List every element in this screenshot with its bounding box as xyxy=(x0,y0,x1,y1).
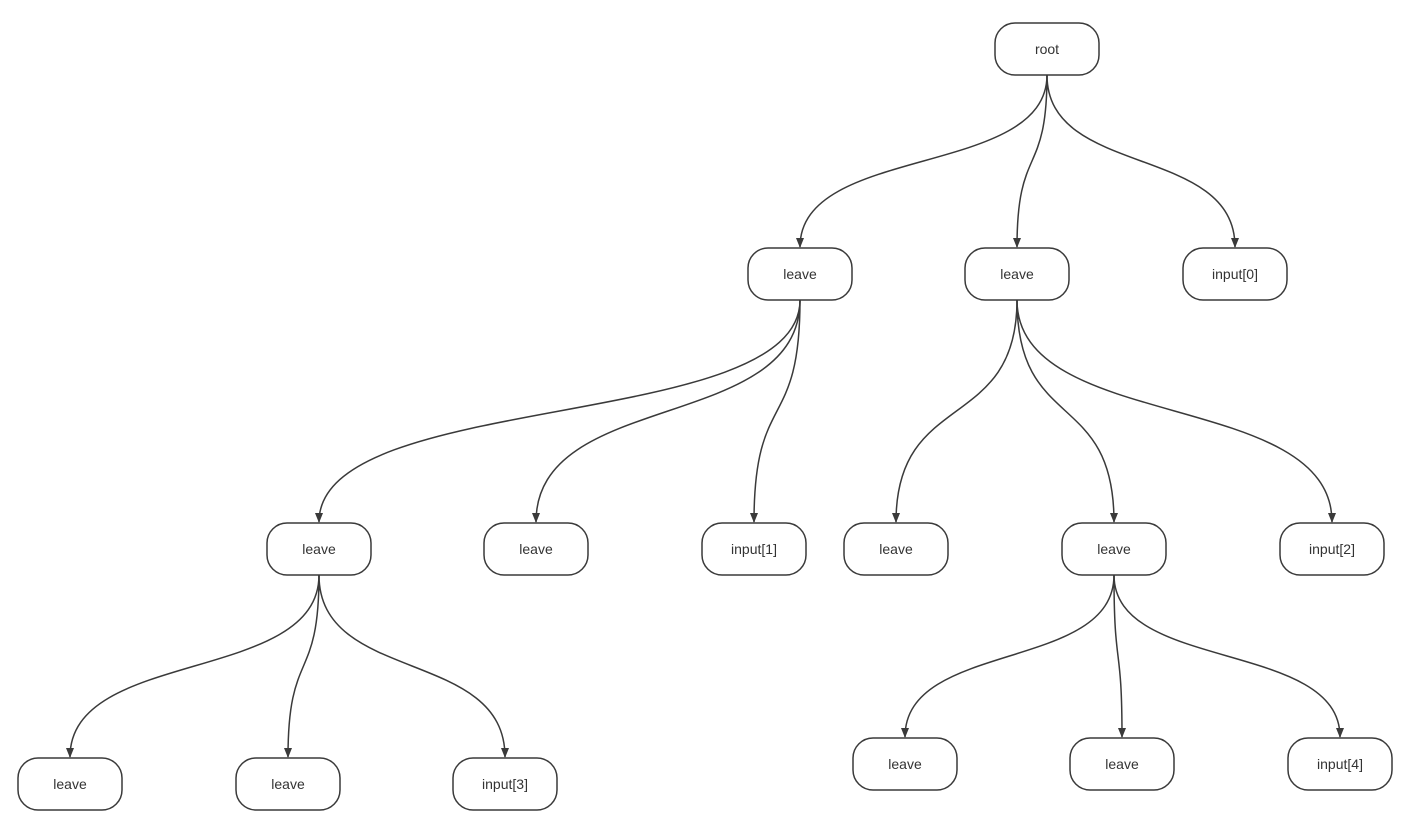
node-n9: input[2] xyxy=(1279,522,1385,576)
edge-root-n2 xyxy=(1013,74,1048,248)
node-label: leave xyxy=(1105,756,1139,772)
node-label: leave xyxy=(1097,541,1131,557)
node-box xyxy=(1182,247,1288,301)
node-n4: leave xyxy=(266,522,372,576)
edge-n4-n10 xyxy=(66,574,320,758)
node-box xyxy=(266,522,372,576)
edges-layer xyxy=(66,74,1344,758)
node-box xyxy=(1287,737,1393,791)
node-label: input[3] xyxy=(482,776,528,792)
edge-n2-n9 xyxy=(1016,299,1336,523)
node-n7: leave xyxy=(843,522,949,576)
node-box xyxy=(701,522,807,576)
node-n5: leave xyxy=(483,522,589,576)
node-n6: input[1] xyxy=(701,522,807,576)
node-n11: leave xyxy=(235,757,341,811)
node-n8: leave xyxy=(1061,522,1167,576)
node-box xyxy=(747,247,853,301)
node-label: input[4] xyxy=(1317,756,1363,772)
node-box xyxy=(452,757,558,811)
node-n2: leave xyxy=(964,247,1070,301)
nodes-layer: root leave leave input[0] leave leave input[1]… xyxy=(17,22,1393,811)
node-n14: leave xyxy=(1069,737,1175,791)
edge-n8-n14 xyxy=(1113,574,1126,738)
node-label: leave xyxy=(271,776,305,792)
node-label: leave xyxy=(888,756,922,772)
edge-n8-n13 xyxy=(901,574,1115,738)
node-box xyxy=(994,22,1100,76)
edge-n2-n8 xyxy=(1016,299,1118,523)
edge-root-n3 xyxy=(1046,74,1239,248)
node-n1: leave xyxy=(747,247,853,301)
node-label: leave xyxy=(302,541,336,557)
node-box xyxy=(1279,522,1385,576)
edge-n2-n7 xyxy=(892,299,1018,523)
node-n15: input[4] xyxy=(1287,737,1393,791)
node-box xyxy=(1061,522,1167,576)
node-box xyxy=(17,757,123,811)
node-label: input[2] xyxy=(1309,541,1355,557)
node-label: input[1] xyxy=(731,541,777,557)
edge-n1-n5 xyxy=(532,299,801,523)
node-label: leave xyxy=(53,776,87,792)
edge-root-n1 xyxy=(796,74,1048,248)
node-box xyxy=(964,247,1070,301)
edge-n8-n15 xyxy=(1113,574,1344,738)
node-label: input[0] xyxy=(1212,266,1258,282)
node-n12: input[3] xyxy=(452,757,558,811)
edge-n1-n4 xyxy=(315,299,801,523)
edge-n4-n12 xyxy=(318,574,509,758)
node-n13: leave xyxy=(852,737,958,791)
node-box xyxy=(852,737,958,791)
edge-n4-n11 xyxy=(284,574,320,758)
node-label: leave xyxy=(1000,266,1034,282)
node-label: leave xyxy=(783,266,817,282)
node-n10: leave xyxy=(17,757,123,811)
node-n3: input[0] xyxy=(1182,247,1288,301)
node-box xyxy=(1069,737,1175,791)
node-label: leave xyxy=(879,541,913,557)
node-box xyxy=(483,522,589,576)
node-label: root xyxy=(1035,41,1059,57)
node-label: leave xyxy=(519,541,553,557)
node-box xyxy=(843,522,949,576)
node-root: root xyxy=(994,22,1100,76)
edge-n1-n6 xyxy=(750,299,801,523)
node-box xyxy=(235,757,341,811)
